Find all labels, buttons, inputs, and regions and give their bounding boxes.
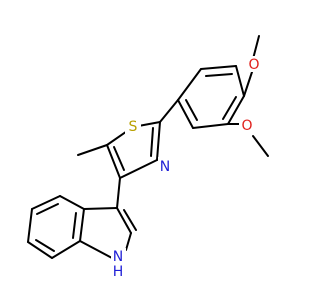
thiazole-ring: [106, 121, 161, 179]
bond-c7-c7a: [51, 240, 81, 259]
oxygen-bottom-label-bg: [239, 117, 254, 133]
methoxy-bottom-bond-2: [252, 135, 269, 157]
methoxy-top-bond-2: [252, 35, 260, 60]
sulfur-atom-label: S: [129, 119, 138, 135]
bond-n1-c7a: [79, 240, 113, 259]
bond-ph1-ph2: [177, 68, 202, 101]
indole-hydrogen-label: H: [113, 264, 124, 280]
bond-ph3-ph4: [235, 65, 245, 97]
bond-c3a-c3: [83, 207, 118, 210]
nitrogen-thiazole-label-bg: [158, 157, 172, 173]
bond-c7a-c3a: [79, 208, 85, 242]
bond-ph6-ph1-double: [185, 99, 198, 121]
bond-ph4-ph5: [227, 95, 245, 125]
indole: [27, 177, 137, 259]
methoxy-oxygen-bottom-label: O: [241, 118, 252, 134]
thiazole-nitrogen-label: N: [160, 159, 170, 175]
bond-c6-c7-double: [35, 239, 55, 252]
bond-c7a-c3a-double: [72, 212, 77, 239]
bond-ph2-ph3-double: [205, 73, 233, 77]
bond-c2-n1: [125, 232, 132, 251]
bond-c4-c5: [106, 144, 121, 179]
bond-c3-c2: [116, 207, 132, 234]
bond-c5-c6: [27, 208, 33, 243]
bond-c3a-c4: [59, 195, 85, 210]
bond-n3-c4: [119, 159, 158, 179]
phenyl-ring: [159, 65, 245, 129]
sulfur-label-bg: [125, 117, 141, 135]
structure-canvas: S N O O N H: [27, 35, 269, 280]
indole-nitrogen-label-bg: [111, 248, 126, 278]
bond-c4-c5: [31, 195, 61, 210]
bond-c6-c7: [27, 241, 53, 259]
bond-c3-c2-double: [123, 209, 137, 231]
bond-ph5-ph6: [192, 123, 229, 129]
methoxy-top-bond-1: [243, 68, 254, 97]
bond-ph6-ph1: [177, 99, 194, 129]
bond-thiazole-phenyl: [159, 99, 179, 123]
bond-ph4-ph5-double: [222, 96, 237, 120]
bond-c4-c5-double: [36, 203, 59, 215]
bond-c4-c5-double: [113, 146, 125, 171]
bond-thiazole-indole: [116, 177, 121, 209]
bond-ph2-ph3: [200, 65, 237, 70]
molecule-drawing: S N O O N H: [27, 35, 269, 280]
indole-nitrogen-label: N: [113, 249, 123, 265]
methyl-bond: [77, 144, 108, 156]
bond-c2-n3-double: [150, 127, 154, 157]
oxygen-top-label-bg: [246, 56, 261, 72]
methoxy-oxygen-top-label: O: [248, 57, 259, 73]
bond-c2-n3: [156, 121, 161, 161]
